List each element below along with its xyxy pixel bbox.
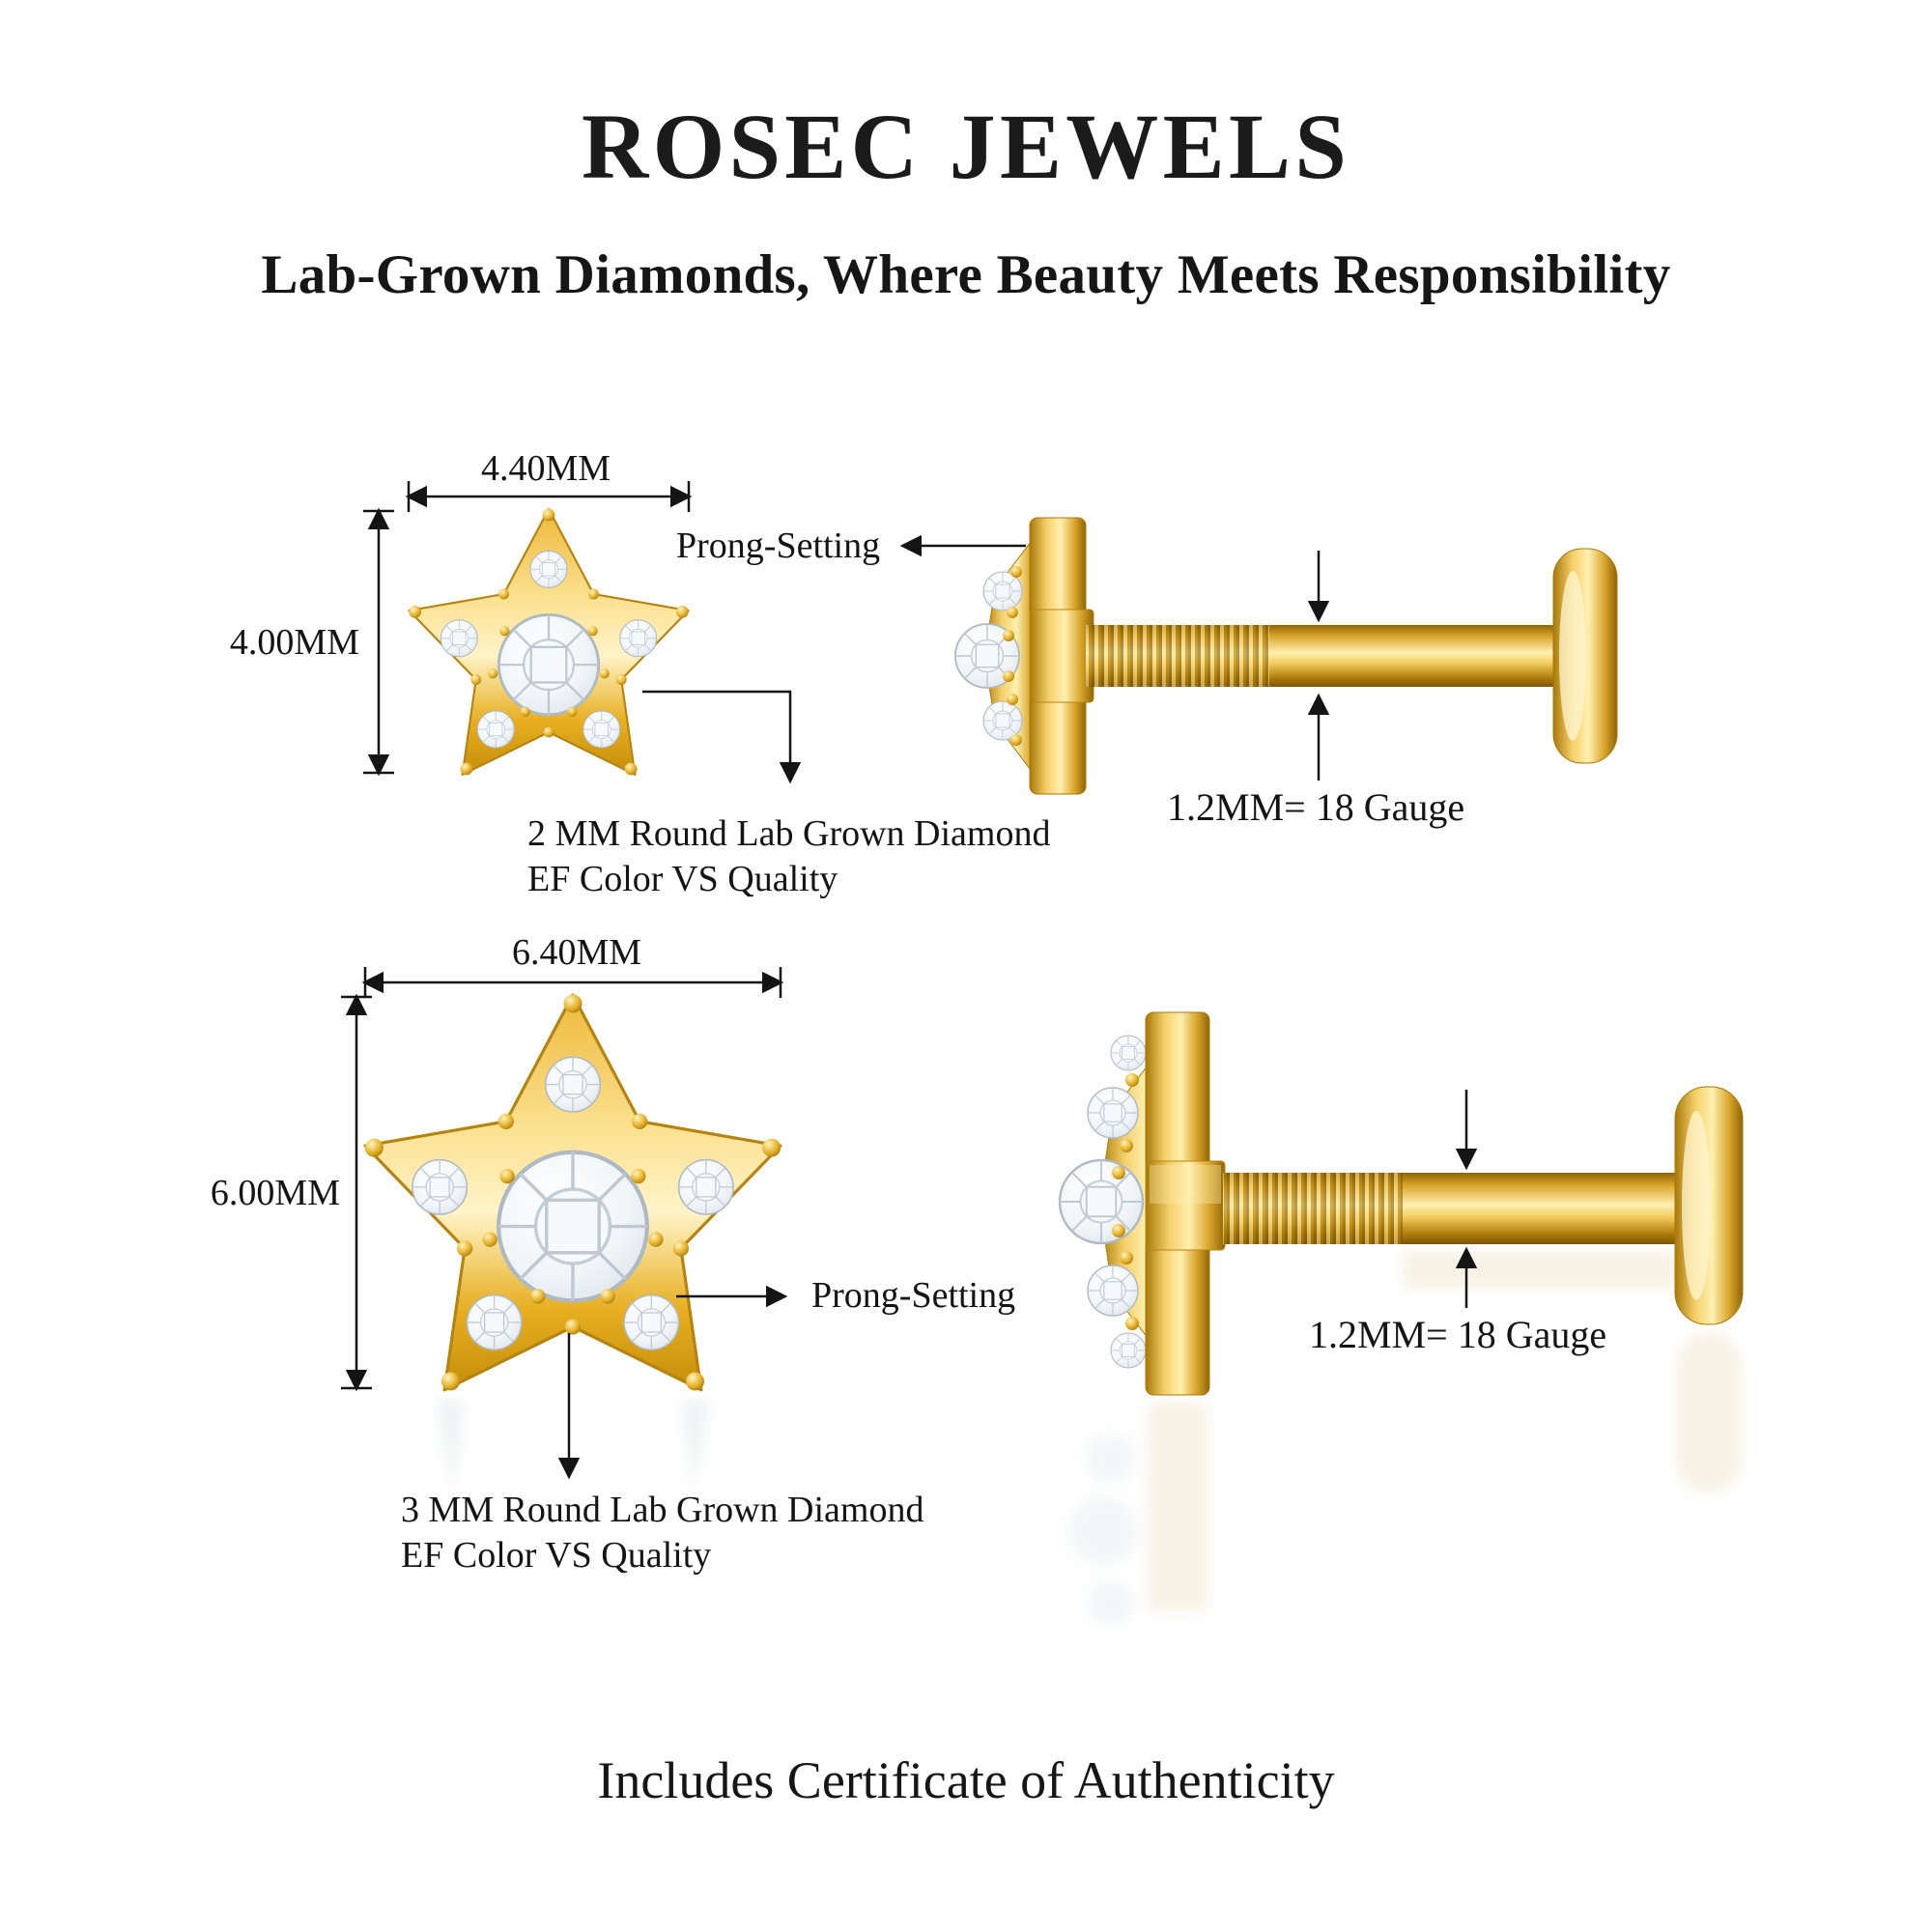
large-height-dimension-label: 6.00MM xyxy=(210,1173,340,1213)
large-stone-note: 3 MM Round Lab Grown Diamond EF Color VS… xyxy=(401,1488,923,1578)
large-gauge-label: 1.2MM= 18 Gauge xyxy=(1309,1313,1607,1356)
dimension-lines-large xyxy=(341,967,784,1392)
small-stone-note-line2: EF Color VS Quality xyxy=(527,859,838,900)
reflections xyxy=(437,1252,1741,1627)
earring-side-small xyxy=(954,517,1618,795)
small-width-dimension-label: 4.40MM xyxy=(480,448,611,489)
star-front-large xyxy=(365,995,781,1391)
dimension-lines-small xyxy=(363,481,693,777)
star-front-small xyxy=(409,509,688,776)
large-prong-setting-label: Prong-Setting xyxy=(811,1275,1016,1316)
small-stone-note: 2 MM Round Lab Grown Diamond EF Color VS… xyxy=(527,811,1050,902)
large-stone-note-line2: EF Color VS Quality xyxy=(401,1535,712,1577)
large-width-dimension-label: 6.40MM xyxy=(511,932,642,973)
small-gauge-label: 1.2MM= 18 Gauge xyxy=(1167,785,1465,829)
brand-title: ROSEC JEWELS xyxy=(581,95,1351,198)
earring-side-large xyxy=(1058,1011,1744,1396)
small-stone-note-line1: 2 MM Round Lab Grown Diamond xyxy=(527,813,1051,854)
small-height-dimension-label: 4.00MM xyxy=(229,622,359,663)
large-stone-note-line1: 3 MM Round Lab Grown Diamond xyxy=(401,1490,924,1530)
certificate-note: Includes Certificate of Authenticity xyxy=(597,1751,1335,1809)
tagline: Lab-Grown Diamonds, Where Beauty Meets R… xyxy=(261,244,1671,305)
small-prong-setting-label: Prong-Setting xyxy=(676,526,881,566)
leader-lines xyxy=(557,534,1478,1480)
